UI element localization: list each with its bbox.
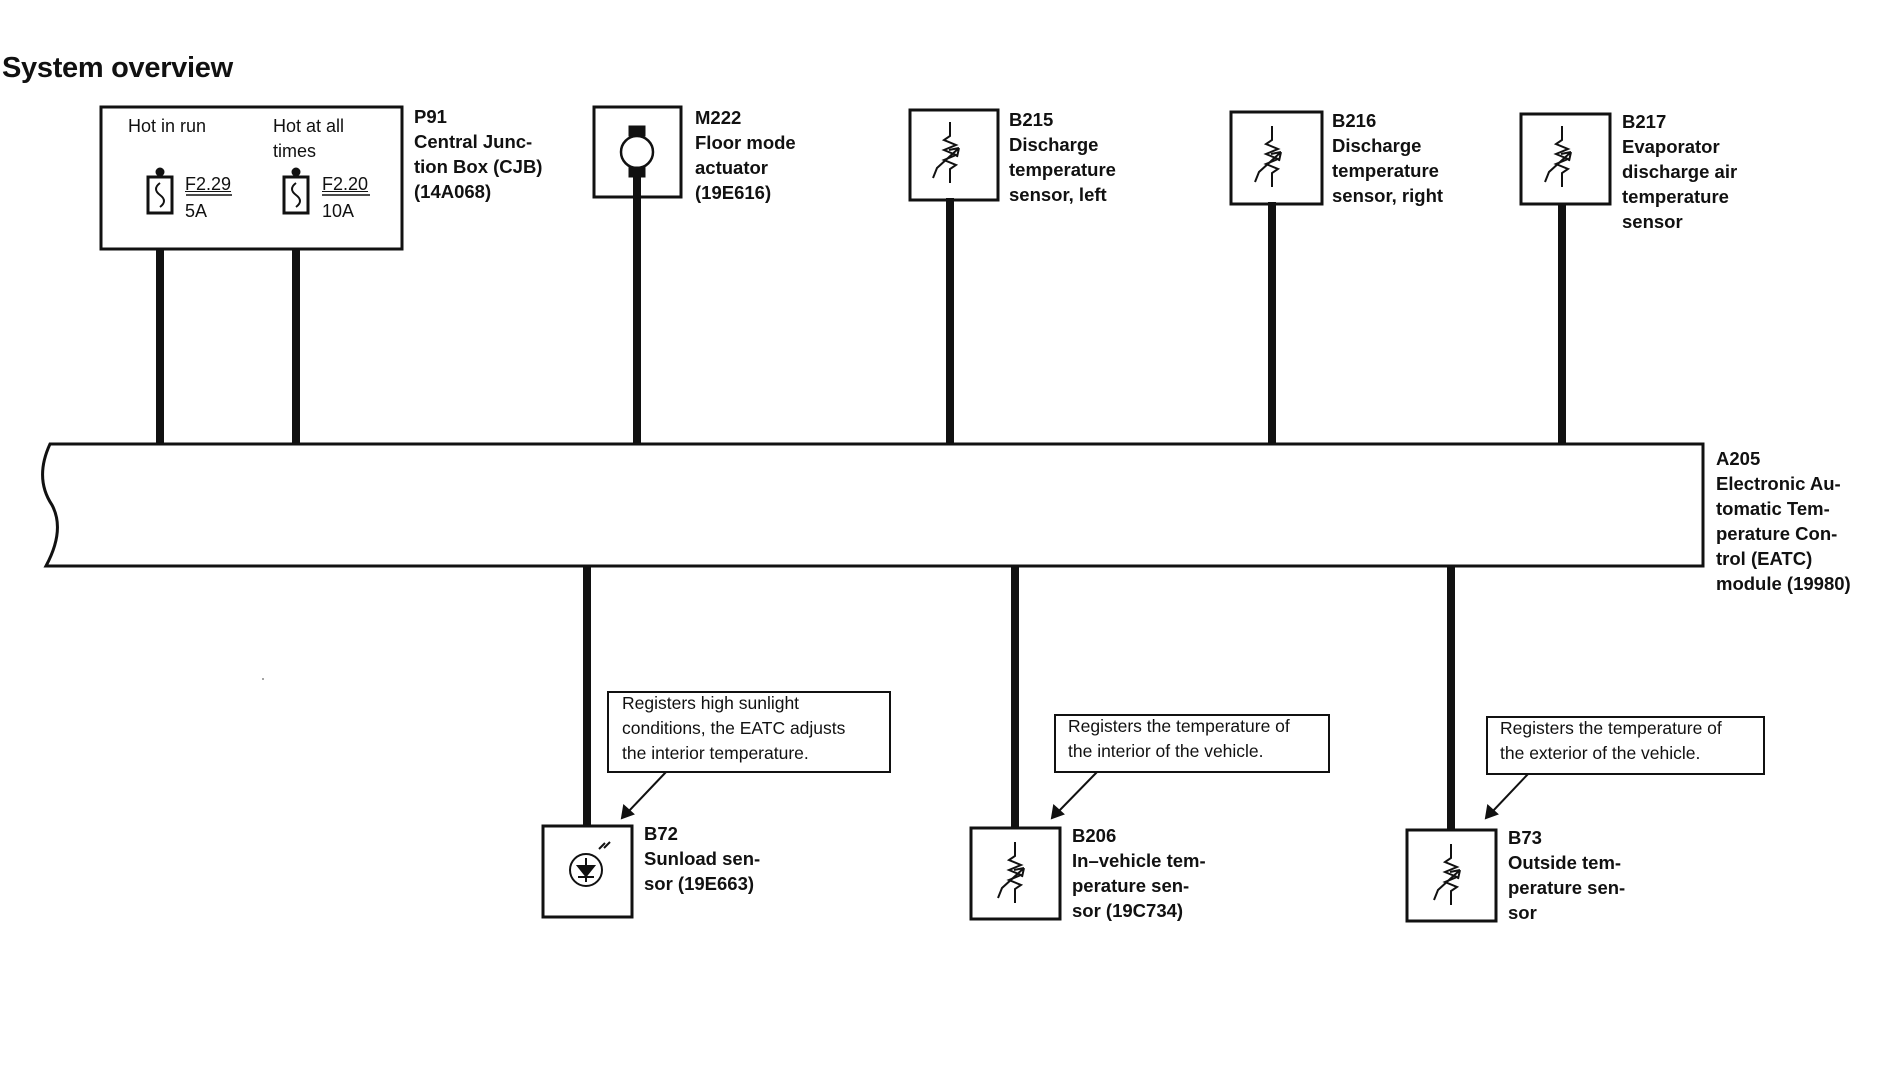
note-box-b206 (1054, 714, 1330, 773)
page-title: System overview (2, 52, 233, 84)
a205-code: A205 (1716, 448, 1761, 469)
thermistor-icon (1254, 126, 1282, 187)
motor-icon (619, 125, 655, 178)
fuse-f229-id: F2.29 (185, 174, 232, 194)
note-box-b72 (607, 691, 891, 773)
callout-arrows (620, 771, 1529, 820)
b73-note: Registers the temperature of the exterio… (1500, 718, 1722, 763)
b217-desc: Evaporator discharge air temperature sen… (1622, 136, 1738, 232)
b215-box (908, 108, 1000, 202)
fuse-symbol-f220 (282, 167, 310, 215)
b73-box (1405, 828, 1498, 923)
b206-note: Registers the temperature of the interio… (1068, 716, 1290, 761)
thermistor-icon (1433, 844, 1461, 905)
b206-desc: In–vehicle tem- perature sen- sor (19C73… (1072, 850, 1206, 921)
thermistor-icon (932, 122, 960, 183)
photodiode-icon (569, 841, 611, 887)
a205-label: A205 Electronic Au- tomatic Tem- peratur… (1716, 446, 1851, 596)
wires-bottom (583, 566, 1455, 830)
b206-box (969, 826, 1062, 921)
hot-at-all-times-label: Hot at all times (273, 116, 345, 161)
b206-label: B206 In–vehicle tem- perature sen- sor (… (1072, 823, 1206, 923)
thermistor-icon (997, 842, 1025, 903)
m222-box (592, 105, 683, 199)
b217-box (1519, 112, 1612, 206)
b215-desc: Discharge temperature sensor, left (1009, 134, 1116, 205)
b215-label: B215 Discharge temperature sensor, left (1009, 107, 1116, 207)
b216-box (1229, 110, 1324, 206)
m222-code: M222 (695, 107, 742, 128)
b217-code: B217 (1622, 111, 1667, 132)
module-bar (41, 442, 1705, 568)
fuse-f220-rating: 10A (322, 201, 355, 221)
thermistor-icon (1544, 126, 1572, 187)
b72-desc: Sunload sen- sor (19E663) (644, 848, 761, 894)
b217-label: B217 Evaporator discharge air temperatur… (1622, 109, 1737, 234)
b73-label: B73 Outside tem- perature sen- sor (1508, 825, 1625, 925)
b206-code: B206 (1072, 825, 1117, 846)
fuse-f229-rating: 5A (185, 201, 208, 221)
cjb-label: P91 Central Junc- tion Box (CJB) (14A068… (414, 104, 542, 204)
cjb-code: P91 (414, 106, 447, 127)
fuse-symbol-f229 (146, 167, 174, 215)
m222-label: M222 Floor mode actuator (19E616) (695, 105, 796, 205)
b72-label: B72 Sunload sen- sor (19E663) (644, 821, 760, 896)
b72-code: B72 (644, 823, 678, 844)
a205-desc: Electronic Au- tomatic Tem- perature Con… (1716, 473, 1851, 594)
b73-desc: Outside tem- perature sen- sor (1508, 852, 1626, 923)
wires-top (156, 176, 1566, 444)
b72-note: Registers high sunlight conditions, the … (622, 693, 846, 763)
b73-code: B73 (1508, 827, 1542, 848)
fuse-f220-id: F2.20 (322, 174, 369, 194)
b216-desc: Discharge temperature sensor, right (1332, 135, 1444, 206)
b216-code: B216 (1332, 110, 1377, 131)
b72-box (541, 824, 634, 919)
hot-in-run-label: Hot in run (128, 116, 207, 136)
cjb-box (99, 105, 404, 251)
m222-desc: Floor mode actuator (19E616) (695, 132, 796, 203)
note-box-b73 (1486, 716, 1765, 775)
cjb-desc: Central Junc- tion Box (CJB) (14A068) (414, 131, 543, 202)
b216-label: B216 Discharge temperature sensor, right (1332, 108, 1443, 208)
b215-code: B215 (1009, 109, 1054, 130)
